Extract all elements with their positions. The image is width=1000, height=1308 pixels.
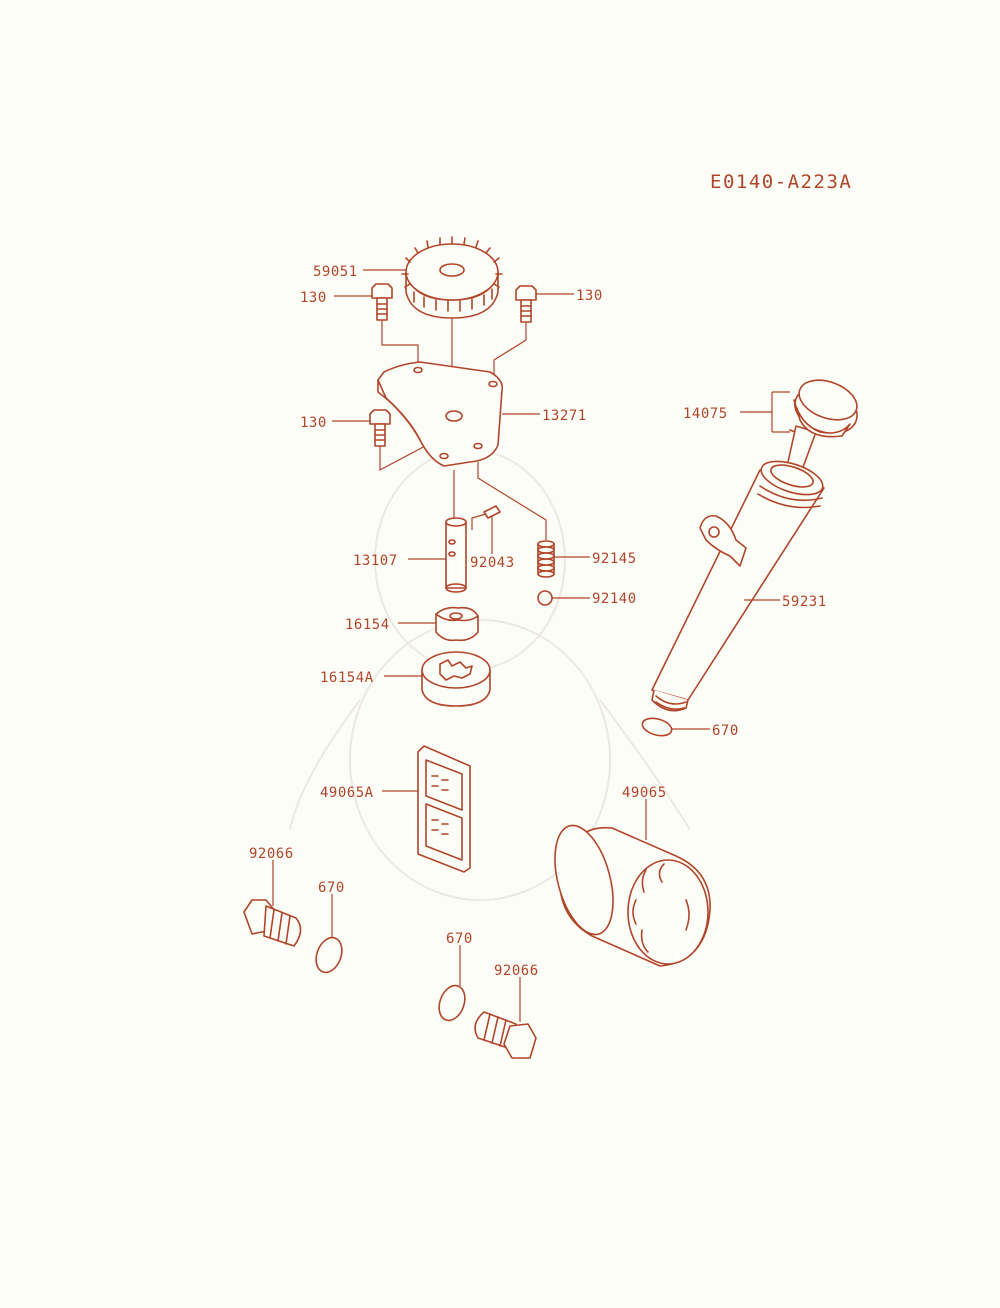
label-92145: 92145 xyxy=(592,551,637,567)
pin-92043[interactable] xyxy=(483,505,501,519)
drain-plug-92066-bottom[interactable] xyxy=(474,1011,537,1059)
outer-rotor-16154A[interactable] xyxy=(421,651,491,707)
label-130-left-top: 130 xyxy=(300,290,327,306)
cover-plate-13271[interactable] xyxy=(377,361,504,467)
drain-plug-92066-left[interactable] xyxy=(243,899,302,947)
label-670-left: 670 xyxy=(318,880,345,896)
label-59051: 59051 xyxy=(313,264,358,280)
bolt-130-left-bottom[interactable] xyxy=(369,409,391,447)
label-16154A: 16154A xyxy=(320,670,374,686)
o-ring-670-left[interactable] xyxy=(312,934,347,976)
label-92140: 92140 xyxy=(592,591,637,607)
diagram-code: E0140-A223A xyxy=(710,171,852,193)
label-130-left-bottom: 130 xyxy=(300,415,327,431)
strainer-49065A[interactable] xyxy=(417,745,471,873)
label-16154: 16154 xyxy=(345,617,390,633)
filler-tube-59231[interactable] xyxy=(651,455,827,712)
label-13271: 13271 xyxy=(542,408,587,424)
shaft-13107[interactable] xyxy=(445,517,467,593)
gear-59051[interactable] xyxy=(401,236,503,319)
label-49065: 49065 xyxy=(622,785,667,801)
label-670-tube: 670 xyxy=(712,723,739,739)
label-670-bottom: 670 xyxy=(446,931,473,947)
o-ring-670-tube[interactable] xyxy=(640,715,673,738)
oil-filter-49065[interactable] xyxy=(544,819,711,967)
label-13107: 13107 xyxy=(353,553,398,569)
bolt-130-left-top[interactable] xyxy=(371,283,393,321)
label-130-right: 130 xyxy=(576,288,603,304)
label-92066-left: 92066 xyxy=(249,846,294,862)
label-59231: 59231 xyxy=(782,594,827,610)
ball-92140[interactable] xyxy=(537,590,553,606)
label-92043: 92043 xyxy=(470,555,515,571)
bolt-130-right[interactable] xyxy=(515,285,537,323)
inner-rotor-16154[interactable] xyxy=(435,606,479,642)
spring-92145[interactable] xyxy=(537,540,555,578)
o-ring-670-bottom[interactable] xyxy=(435,982,470,1024)
label-49065A: 49065A xyxy=(320,785,374,801)
label-14075: 14075 xyxy=(683,406,728,422)
label-92066-bottom: 92066 xyxy=(494,963,539,979)
